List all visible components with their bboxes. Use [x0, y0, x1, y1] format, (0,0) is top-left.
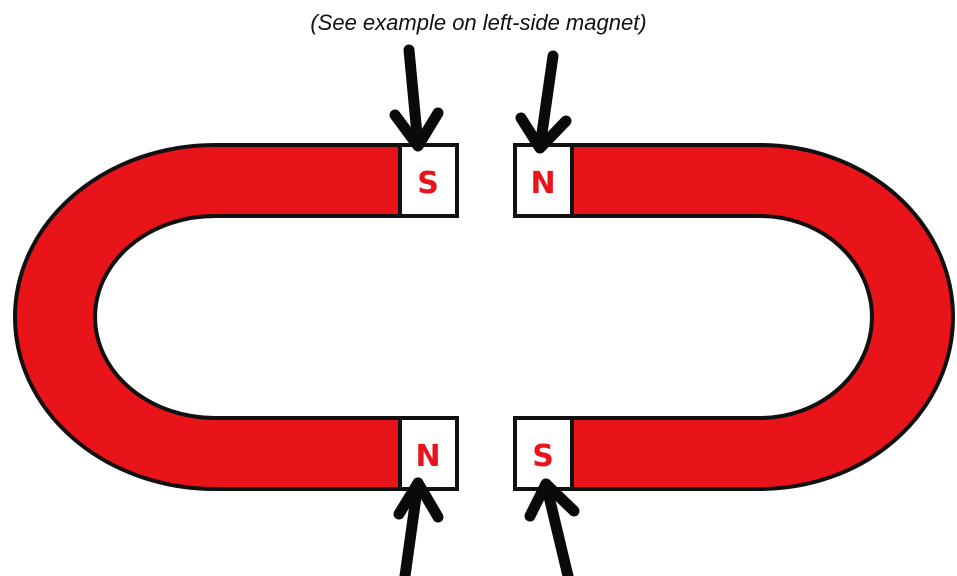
right-magnet-body: [570, 143, 955, 491]
left-magnet-body: [13, 143, 402, 491]
arrow-down-left-top-pole: [389, 44, 444, 152]
left-magnet-bottom-pole-cap: [398, 416, 459, 491]
diagram-caption: (See example on left-side magnet): [310, 10, 647, 35]
right-magnet: N S: [513, 143, 955, 491]
right-magnet-top-pole-cap: [513, 143, 574, 218]
left-magnet-bottom-pole-label: N: [415, 439, 440, 474]
arrow-down-right-top-pole: [515, 50, 572, 154]
arrow-up-left-bottom-pole: [393, 477, 444, 576]
left-magnet-top-pole-cap: [398, 143, 459, 218]
arrow-up-right-bottom-pole: [524, 478, 580, 576]
left-magnet: S N: [13, 143, 459, 491]
right-magnet-bottom-pole-label: S: [532, 439, 554, 474]
right-magnet-top-pole-label: N: [530, 166, 555, 201]
left-magnet-top-pole-label: S: [417, 166, 439, 201]
